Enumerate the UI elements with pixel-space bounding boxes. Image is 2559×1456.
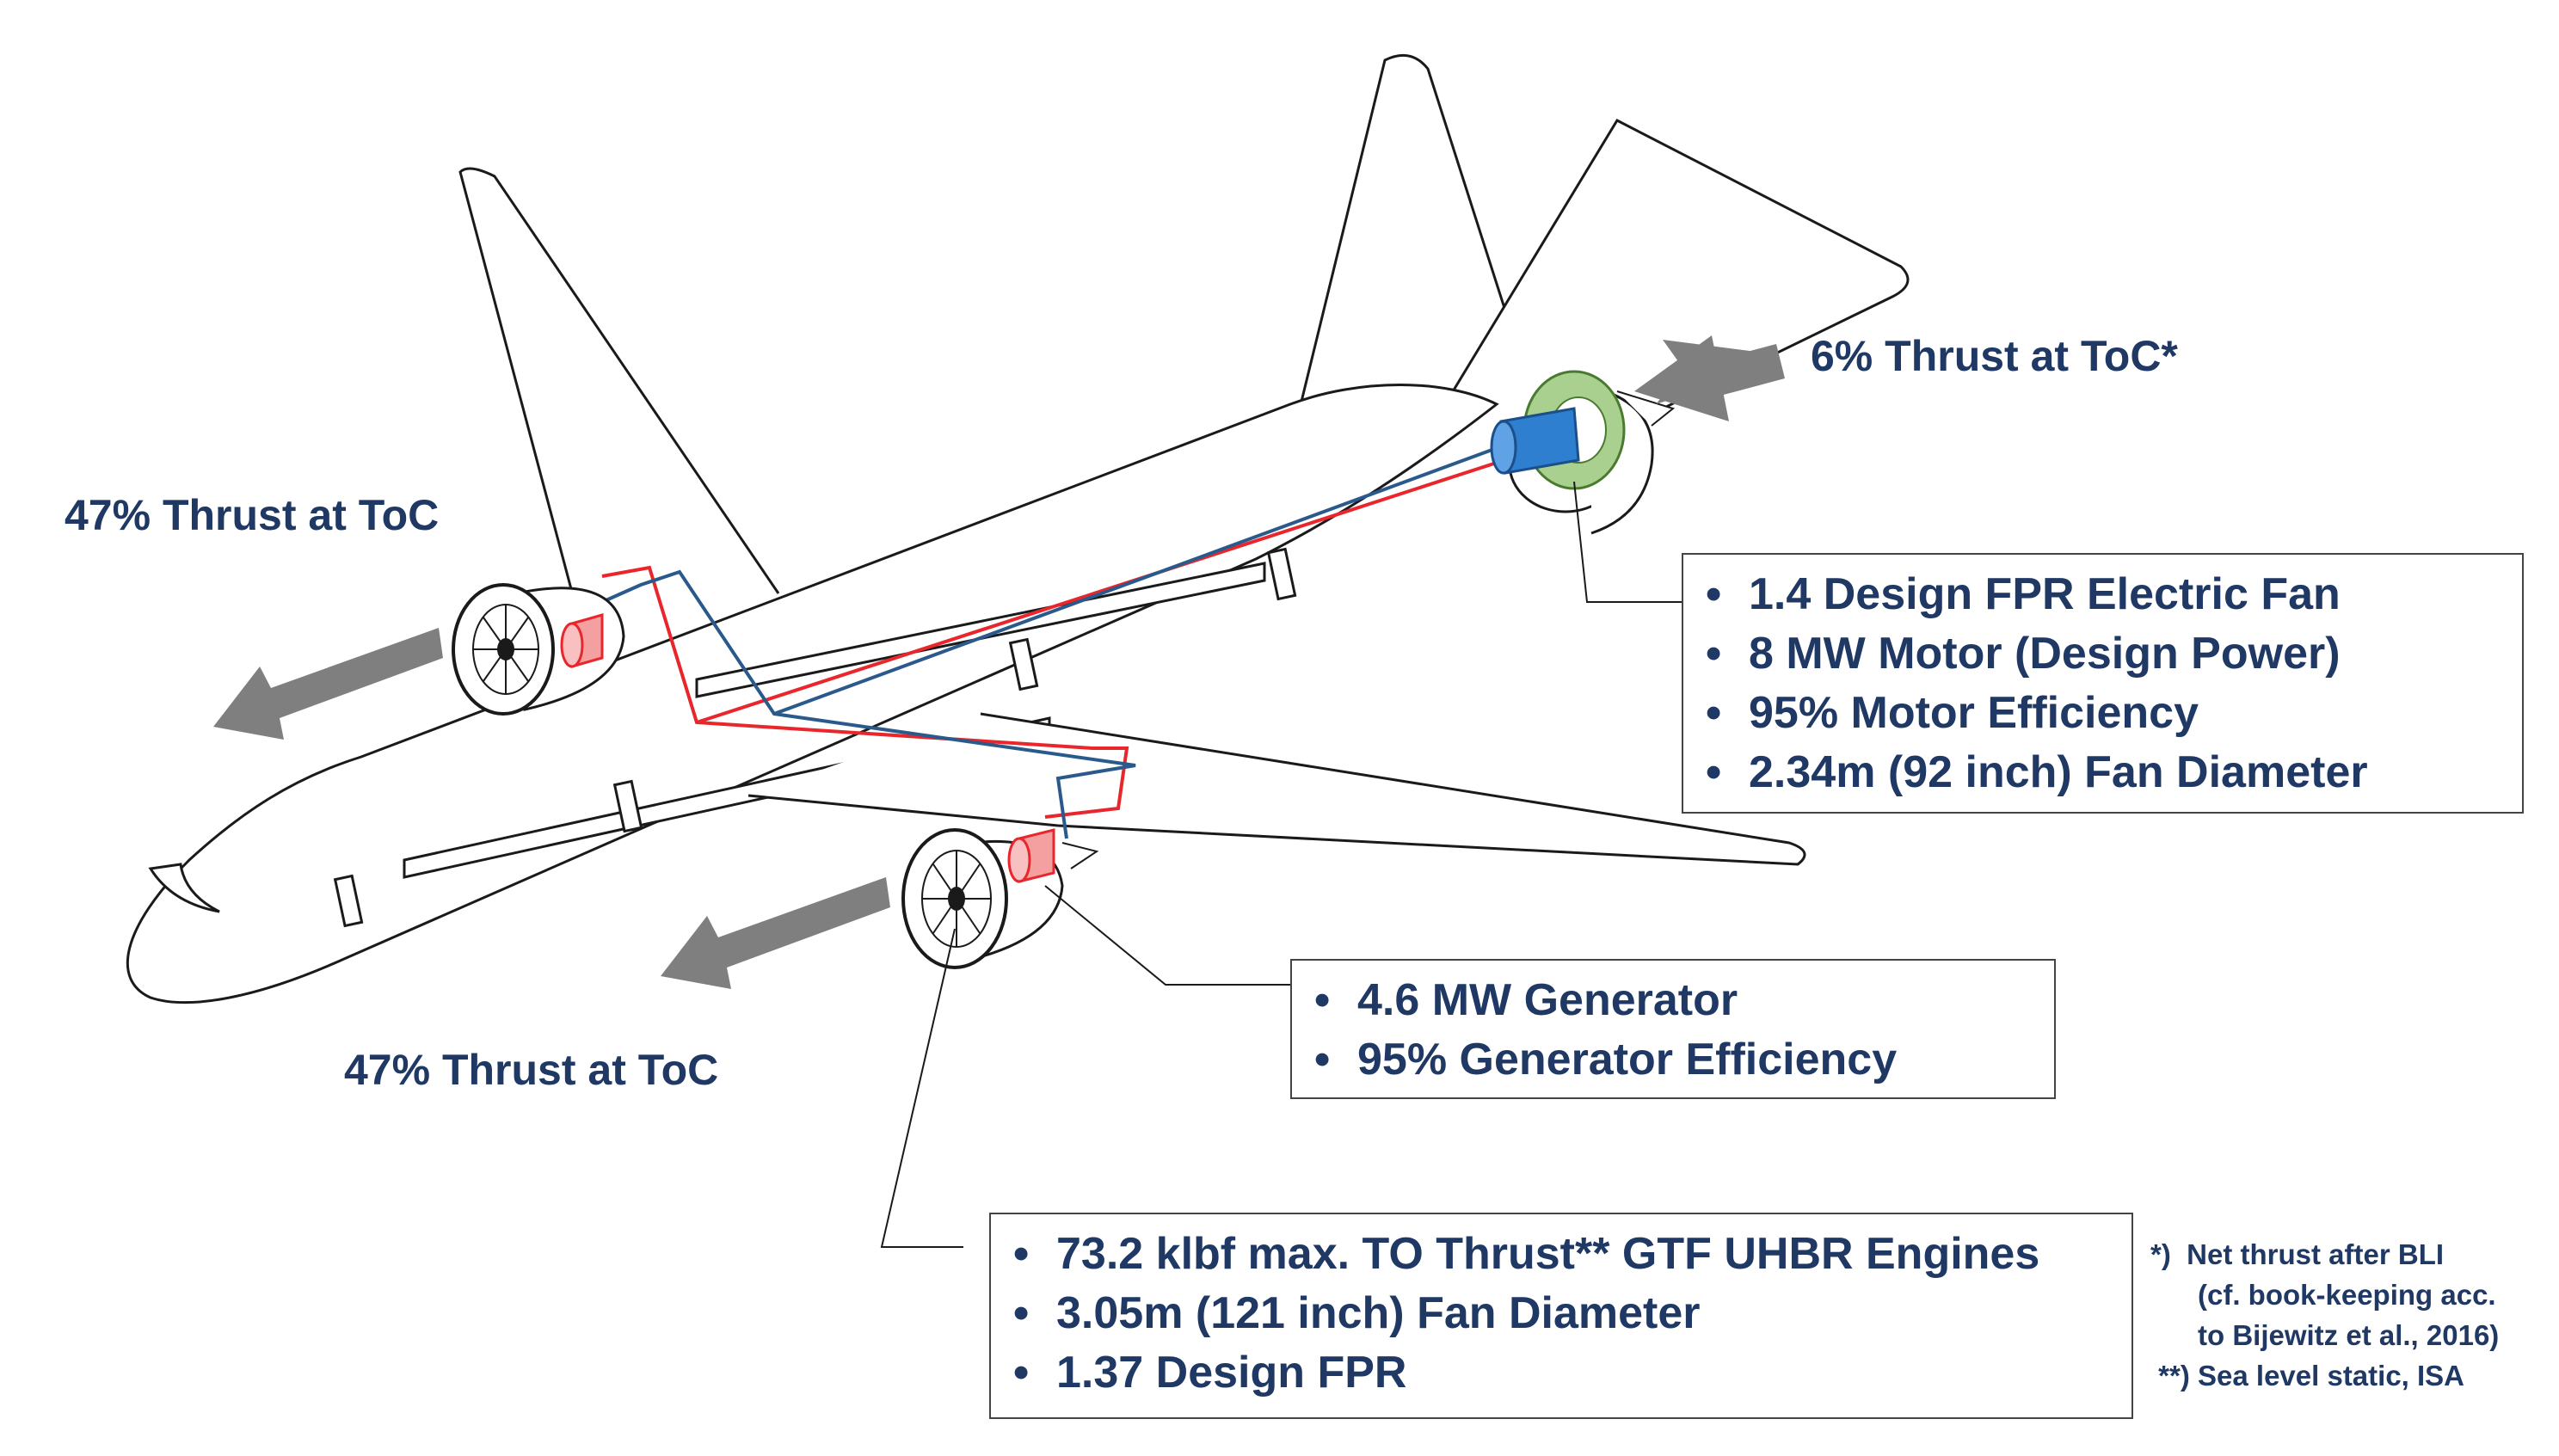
far-wing (458, 167, 780, 642)
leader-line-engine (880, 928, 963, 1248)
horizontal-stabilizer (1443, 119, 1910, 458)
leader-line-fan (1573, 481, 1682, 603)
generator-spec-item: •95% Generator Efficiency (1314, 1035, 1898, 1084)
generator-spec-item: •4.6 MW Generator (1314, 975, 1738, 1025)
footnotes: *) Net thrust after BLI (cf. book-keepin… (2150, 1234, 2499, 1396)
electric-motor (1490, 407, 1580, 475)
thrust-label-tail: 6% Thrust at ToC* (1811, 332, 2178, 380)
thrust-arrow-right (661, 877, 890, 989)
engine-spec-item: •1.37 Design FPR (1013, 1348, 1407, 1398)
footnote-line: to Bijewitz et al., 2016) (2150, 1319, 2500, 1351)
generator-spec-box: •4.6 MW Generator •95% Generator Efficie… (1290, 959, 2056, 1099)
power-cable-red (601, 565, 1129, 819)
vertical-tail (1289, 53, 1533, 448)
fan-spec-item: •8 MW Motor (Design Power) (1706, 629, 2341, 679)
footnote-line: **) Sea level static, ISA (2150, 1360, 2465, 1391)
fan-spec-item: •1.4 Design FPR Electric Fan (1706, 569, 2341, 619)
engine-spec-item: •3.05m (121 inch) Fan Diameter (1013, 1288, 1701, 1338)
thrust-arrow-left (213, 628, 443, 740)
fan-spec-item: •95% Motor Efficiency (1706, 688, 2199, 738)
engine-spec-item: •73.2 klbf max. TO Thrust** GTF UHBR Eng… (1013, 1229, 2040, 1279)
near-wing (747, 712, 1806, 866)
left-engine (452, 583, 625, 716)
thrust-arrow-tail-body (1712, 344, 1785, 396)
power-cable-blue-to-fan (773, 437, 1523, 716)
thrust-label-right-wing: 47% Thrust at ToC (344, 1046, 719, 1094)
cockpit-window (148, 863, 220, 913)
power-cable-red-to-fan (696, 450, 1532, 724)
thrust-label-left-wing: 47% Thrust at ToC (65, 491, 440, 539)
fan-spec-box: •1.4 Design FPR Electric Fan •8 MW Motor… (1682, 553, 2524, 814)
engine-spec-box: •73.2 klbf max. TO Thrust** GTF UHBR Eng… (989, 1213, 2133, 1419)
leader-line-generator (1044, 885, 1290, 986)
right-engine (901, 828, 1099, 969)
footnote-line: (cf. book-keeping acc. (2150, 1279, 2496, 1311)
fan-spec-item: •2.34m (92 inch) Fan Diameter (1706, 747, 2368, 797)
thrust-arrow-tail-head (1634, 335, 1729, 421)
footnote-line: *) Net thrust after BLI (2150, 1238, 2445, 1270)
